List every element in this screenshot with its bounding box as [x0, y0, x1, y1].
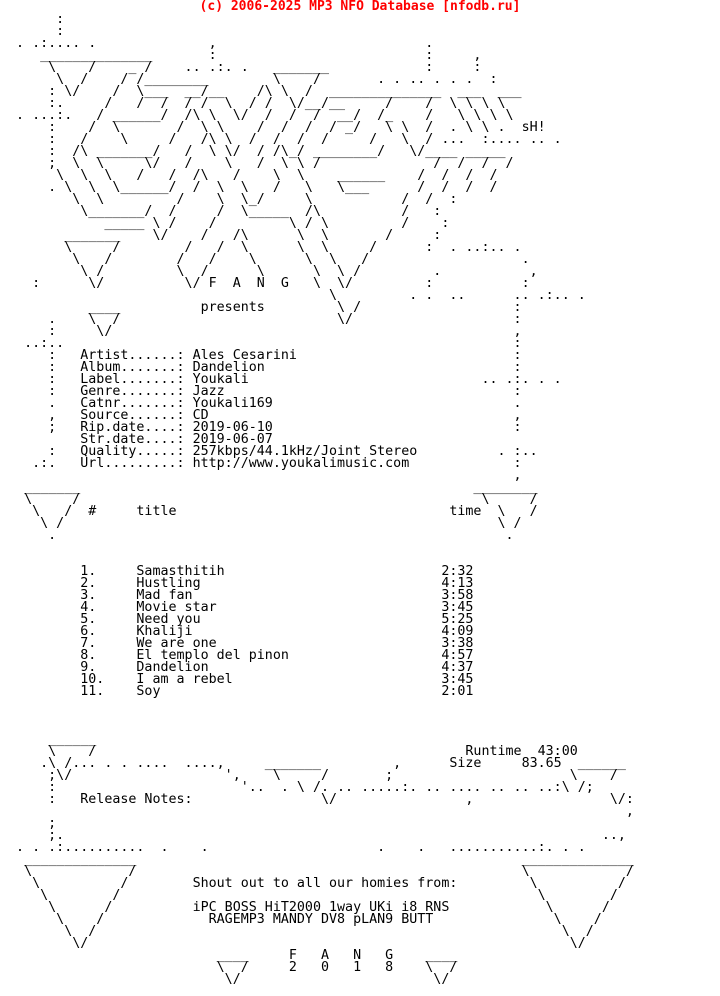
nfo-line: \ / RAGEMP3 MANDY DV8 pLAN9 BUTT \ / [0, 912, 602, 927]
nfo-line: : \/ , [0, 324, 522, 339]
nfo-line: 9. Dandelion 4:37 [0, 660, 474, 675]
nfo-line: : [0, 12, 65, 27]
nfo-line: .\ /... . . .... ...., _______ , Size 83… [0, 756, 626, 771]
nfo-line: _______ ________ [0, 480, 538, 495]
nfo-line: ______________ ______________ [0, 852, 634, 867]
nfo-line: ____ presents \ / : [0, 300, 522, 315]
nfo-line: : \/ / \___ __/__ /\ \ / ______________ … [0, 84, 522, 99]
nfo-line: . \ \ \______/ / \ \ / \ \___ / / / / [0, 180, 498, 195]
nfo-line: ; Rip.date....: 2019-06-10 : [0, 420, 522, 435]
nfo-line: 2. Hustling 4:13 [0, 576, 474, 591]
nfo-line: : Release Notes: \/ , \/: [0, 792, 634, 807]
nfo-line: : /\ _______/ / \ \/ / /\_/ ________/ \/… [0, 144, 506, 159]
nfo-line: \ / / / \ \ \ / : . ..:.. . [0, 240, 522, 255]
nfo-line: ..:.. : [0, 336, 522, 351]
nfo-line: _____ \ / / \ / \ / : [0, 216, 450, 231]
nfo-line: \ / iPC BOSS HiT2000 1way UKi i8 RNS \ / [0, 900, 610, 915]
nfo-line: : Genre.......: Jazz : [0, 384, 522, 399]
nfo-line: , [0, 804, 634, 819]
nfo-line: _______ \/ / /\ \ \ / : [0, 228, 442, 243]
nfo-line: ;. .., [0, 828, 626, 843]
nfo-line: \ / \ / [0, 864, 634, 879]
nfo-line: \/ \/ [0, 972, 450, 987]
nfo-line: \_______/ / / \_____ /\ / : [0, 204, 442, 219]
nfo-line: Str.date....: 2019-06-07 [0, 432, 273, 447]
nfo-line: 4. Movie star 3:45 [0, 600, 474, 615]
nfo-line: ; [0, 816, 57, 831]
nfo-line: \/ \/ [0, 936, 586, 951]
nfo-line: : '.. . \ /. .. .....:. .. .... .. .. ..… [0, 780, 594, 795]
nfo-line: . .:.... . , . [0, 36, 434, 51]
nfo-line: , Source......: CD , [0, 408, 522, 423]
nfo-line: : Label.......: Youkali .. .:. . . [0, 372, 562, 387]
nfo-line: \ / \ / [0, 888, 618, 903]
nfo-line: 6. Khaliji 4:09 [0, 624, 474, 639]
nfo-line: \ / Runtime 43:00 [0, 744, 578, 759]
nfo-line: : \/ \/ F A N G \ \/ : : [0, 276, 530, 291]
nfo-line: . . .:.......... . . . . ...........:. .… [0, 840, 586, 855]
nfo-line: 5. Need you 5:25 [0, 612, 474, 627]
nfo-line: \ . . .. .. .:.. . [0, 288, 586, 303]
nfo-line: . ...:. / ______/ /\ \ \/ / / / __/ /_ /… [0, 108, 514, 123]
nfo-line: ; \ \ \/ / \ / \ \ / / / / / [0, 156, 514, 171]
nfo-line: ______ [0, 732, 97, 747]
nfo-line: \ / 2 0 1 8 \ / [0, 960, 458, 975]
nfo-line: \ \ \ / / /\ / \ \ ______ / / / / [0, 168, 498, 183]
nfo-line: \ \ / \ \_/ \ / / : [0, 192, 458, 207]
nfo-line: \ / Shout out to all our homies from: \ … [0, 876, 626, 891]
nfo-line: 3. Mad fan 3:58 [0, 588, 474, 603]
nfo-line: : / \ / /\ \ / / / / / \ / ... :.... .. … [0, 132, 562, 147]
nfo-line: : / \ / \ \ / / / / _/ \ \ / . \ \ . sH! [0, 120, 546, 135]
nfo-line: \ / \ / [0, 492, 538, 507]
nfo-line: : Album.......: Dandelion : [0, 360, 522, 375]
nfo-line: . Catnr.......: Youkali169 . [0, 396, 522, 411]
nfo-line: . \ / \/ : [0, 312, 522, 327]
nfo-line: \ / \ / [0, 516, 522, 531]
nfo-line: \ / _ / .. .:. . _______ : : [0, 60, 482, 75]
nfo-line: \ / / /________ \ / . . .. . . . : [0, 72, 498, 87]
nfo-line: \ / / / \ \ \ / . [0, 252, 530, 267]
nfo-line: : [0, 24, 65, 39]
nfo-line: 8. El templo del pinon 4:57 [0, 648, 474, 663]
nfo-line: :. / / / / / \ / / \/__/__ / / \ \ \ \ [0, 96, 506, 111]
nfo-line: . . [0, 528, 514, 543]
nfo-line: , [0, 468, 522, 483]
nfo-line: .:. Url.........: http://www.youkalimusi… [0, 456, 522, 471]
nfo-line: 10. I am a rebel 3:45 [0, 672, 474, 687]
nfo-line: 7. We are one 3:38 [0, 636, 474, 651]
nfo-line: ;\/ ', \ / ; \ / [0, 768, 618, 783]
nfodb-copyright-header: (c) 2006-2025 MP3 NFO Database [nfodb.ru… [199, 0, 521, 14]
nfo-line: \ / # title time \ / [0, 504, 538, 519]
nfo-line: : Quality.....: 257kbps/44.1kHz/Joint St… [0, 444, 538, 459]
nfo-line: ______________ : : , [0, 48, 482, 63]
nfo-line: \ / \ / [0, 924, 594, 939]
nfo-line: : Artist......: Ales Cesarini : [0, 348, 522, 363]
nfo-line: 1. Samasthitih 2:32 [0, 564, 474, 579]
nfo-line: ____ F A N G ____ [0, 948, 458, 963]
nfo-line: 11. Soy 2:01 [0, 684, 474, 699]
nfo-line: \ / \ / \ \ \ / . , [0, 264, 538, 279]
